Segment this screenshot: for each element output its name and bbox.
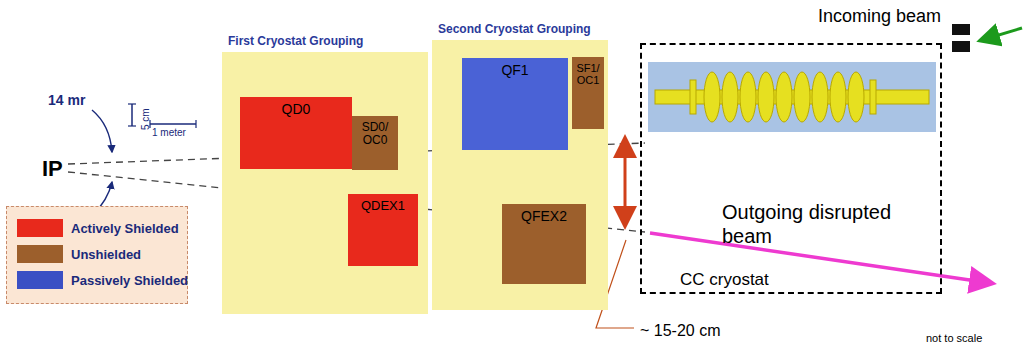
scale-bar (150, 123, 196, 125)
legend-row: Actively Shielded (17, 219, 179, 237)
scale-bar (195, 120, 196, 128)
cavity-port (870, 80, 876, 114)
magnet-box: QD0 (240, 97, 352, 169)
box-label: CC cryostat (680, 271, 769, 290)
cavity-cell (704, 72, 720, 122)
magnet-box: QF1 (462, 58, 568, 150)
legend-swatch (17, 271, 63, 289)
scale-bar (128, 125, 136, 126)
cc-cryostat-box: CC cryostat (640, 43, 942, 294)
label: 14 mr (48, 92, 85, 109)
legend-row: Unshielded (17, 245, 179, 263)
box-label: SD0/ OC0 (352, 116, 398, 147)
legend-swatch (17, 219, 63, 237)
cavity-cell (812, 72, 828, 122)
magnet-box: QDEX1 (348, 194, 418, 266)
cavity-port (690, 80, 696, 114)
label: 1 meter (152, 127, 186, 139)
magnet-box: SD0/ OC0 (352, 116, 398, 170)
cryostat-panel: First Cryostat GroupingQD0SD0/ OC0QDEX1 (222, 52, 428, 314)
magnet-box: SF1/ OC1 (572, 57, 604, 129)
separation-arrow (624, 140, 627, 224)
scale-bar (128, 103, 136, 104)
box-label: SF1/ OC1 (572, 57, 604, 86)
cavity-cell (740, 72, 756, 122)
legend-swatch (17, 245, 63, 263)
label: 5 cm (140, 108, 152, 130)
box-label: QD0 (240, 97, 352, 117)
magnet-box: QFEX2 (502, 204, 586, 284)
cavity-cells (704, 72, 864, 122)
legend-text: Passively Shielded (71, 273, 188, 288)
label: Incoming beam (818, 6, 941, 28)
box-label: QDEX1 (348, 194, 418, 213)
cavity-cell (758, 72, 774, 122)
label: Outgoing disrupted beam (722, 200, 932, 248)
legend-text: Unshielded (71, 247, 141, 262)
label: IP (42, 156, 63, 182)
scale-bar (131, 104, 133, 126)
cavity-cell (722, 72, 738, 122)
label: not to scale (926, 332, 982, 345)
cryostat-panel: Second Cryostat GroupingQF1SF1/ OC1QFEX2 (432, 40, 608, 310)
cavity-background (648, 62, 936, 132)
cavity-cell (794, 72, 810, 122)
box-label: QFEX2 (502, 204, 586, 224)
group-title: First Cryostat Grouping (228, 35, 363, 48)
legend-text: Actively Shielded (71, 221, 179, 236)
angle-arrow (92, 110, 112, 152)
legend-row: Passively Shielded (17, 271, 179, 289)
beam-block (952, 24, 970, 35)
group-title: Second Cryostat Grouping (438, 23, 591, 36)
beam-block (952, 41, 970, 52)
box-label: QF1 (462, 58, 568, 78)
cavity-cell (848, 72, 864, 122)
legend-box: Actively ShieldedUnshieldedPassively Shi… (6, 206, 188, 304)
incoming-arrow (982, 28, 1022, 40)
label: ~ 15-20 cm (640, 321, 720, 340)
cavity-cell (830, 72, 846, 122)
cavity-cell (776, 72, 792, 122)
